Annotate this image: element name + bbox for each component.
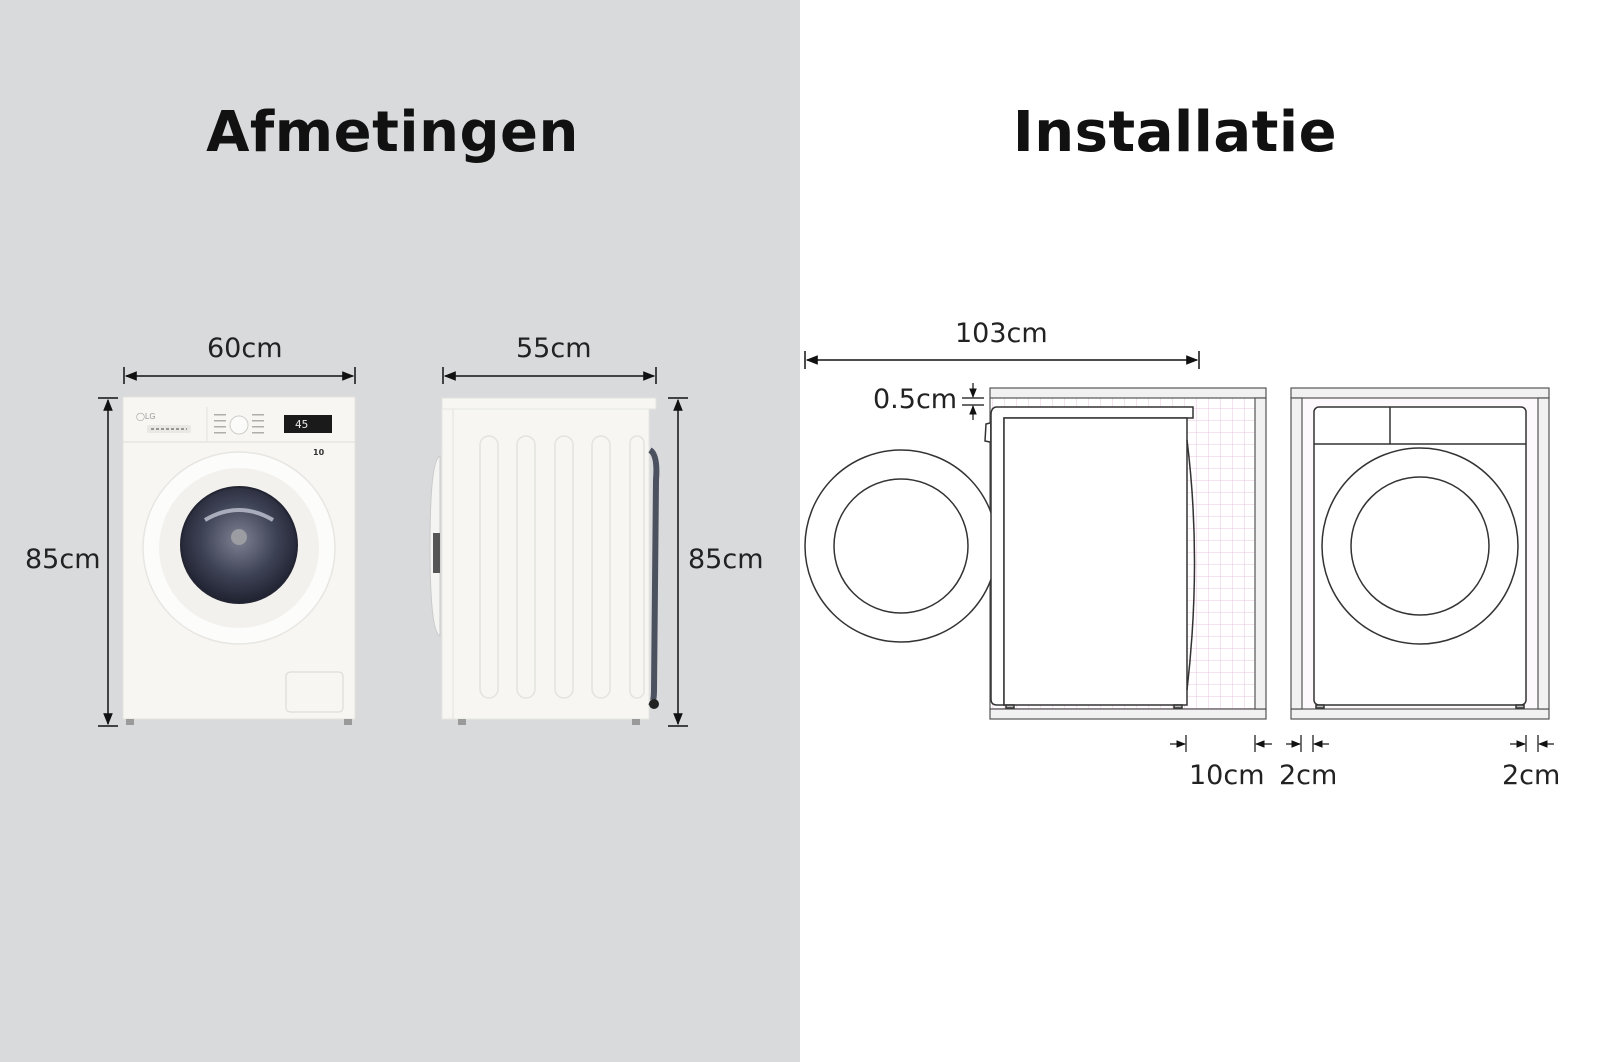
top-clearance-marker xyxy=(962,383,984,420)
dimensions-drawing: ◯LG 45 10 xyxy=(98,367,688,727)
open-door-outline xyxy=(804,449,998,643)
lg-logo: ◯LG xyxy=(136,412,156,421)
door-open-depth-dimension xyxy=(804,351,1200,369)
dimensions-panel: Afmetingen xyxy=(0,0,800,1062)
side-depth-label: 55cm xyxy=(516,333,592,364)
installation-drawing xyxy=(804,351,1554,752)
dimensions-title: Afmetingen xyxy=(206,100,579,165)
front-height-dimension xyxy=(98,397,118,727)
installation-title: Installatie xyxy=(1012,100,1338,165)
side-gap-label-left: 2cm xyxy=(1279,760,1338,791)
front-width-label: 60cm xyxy=(207,333,283,364)
front-height-label: 85cm xyxy=(25,544,101,575)
side-gap-marker-left xyxy=(1286,735,1329,752)
svg-text:10: 10 xyxy=(313,448,325,457)
side-depth-dimension xyxy=(442,367,657,384)
top-clearance-label: 0.5cm xyxy=(873,384,958,415)
washer-side-view xyxy=(429,397,660,725)
side-gap-label-right: 2cm xyxy=(1502,760,1561,791)
washer-front-view: ◯LG 45 10 xyxy=(122,396,356,725)
washer-display: 45 xyxy=(295,418,308,431)
rear-clearance-label: 10cm xyxy=(1189,760,1265,791)
rear-clearance-marker xyxy=(1170,735,1272,752)
installation-panel: Installatie xyxy=(800,0,1600,1062)
side-gap-marker-right xyxy=(1510,735,1554,752)
side-height-dimension xyxy=(668,397,688,727)
washer-front-outline xyxy=(1313,406,1527,709)
door-open-depth-label: 103cm xyxy=(955,318,1048,349)
side-height-label: 85cm xyxy=(688,544,764,575)
front-width-dimension xyxy=(123,367,356,384)
washer-side-outline xyxy=(984,406,1196,709)
